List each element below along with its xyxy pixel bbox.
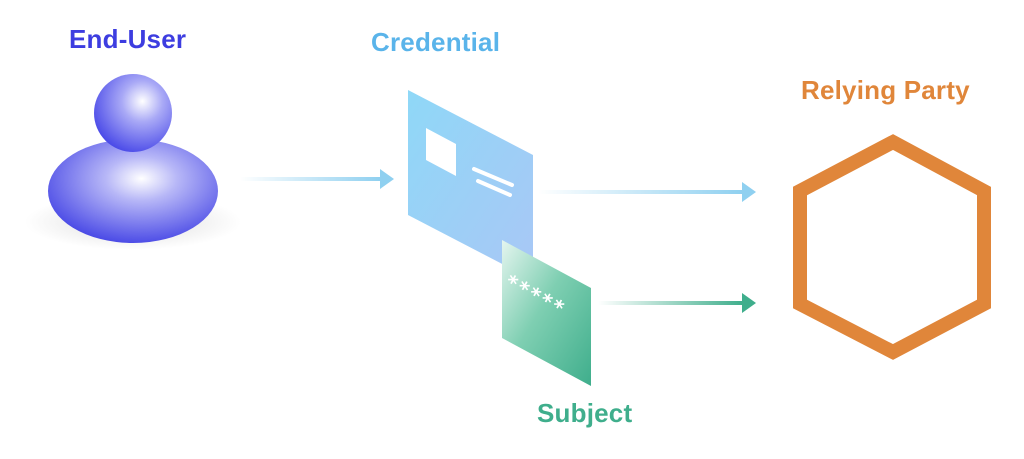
hexagon-icon: [793, 134, 991, 360]
id-card-icon: [408, 90, 533, 280]
user-avatar-icon: [25, 74, 241, 250]
credential-label: Credential: [371, 27, 501, 57]
end-user-label: End-User: [69, 24, 187, 54]
arrow-user-to-credential: [240, 169, 394, 189]
subject-label: Subject: [537, 398, 633, 428]
arrow-credential-to-relying-party: [538, 182, 756, 202]
arrow-subject-to-relying-party: [598, 293, 756, 313]
password-card-icon: [502, 240, 591, 386]
relying-party-label: Relying Party: [801, 75, 970, 105]
